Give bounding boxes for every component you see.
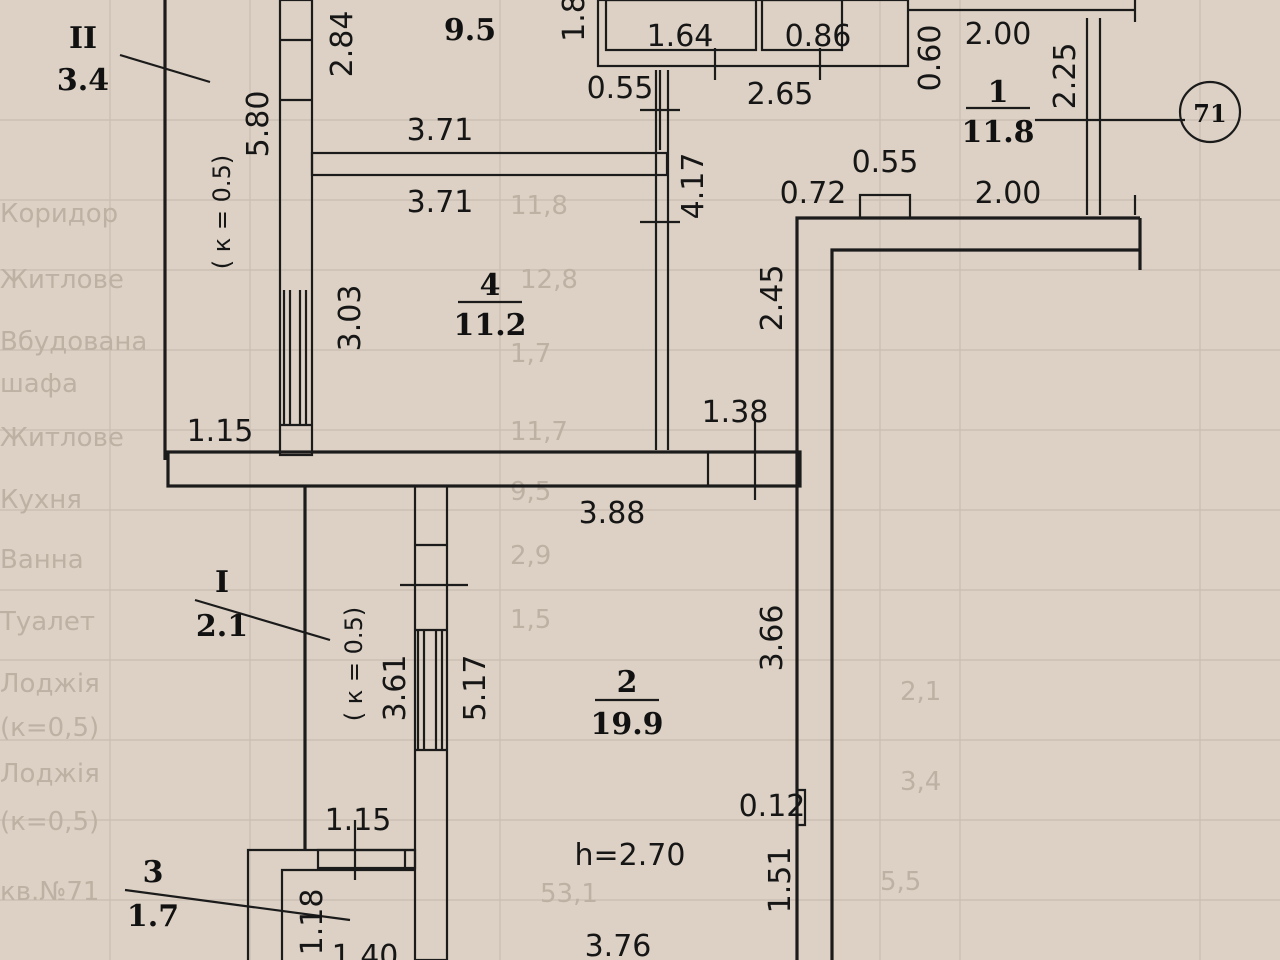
ceiling-height: h=2.70	[575, 838, 686, 873]
dim-0-72: 0.72	[780, 176, 847, 211]
background-table-text: Ванна	[0, 545, 84, 575]
dim-5-17: 5.17	[458, 655, 493, 722]
background-table-text: Вбудована	[0, 327, 147, 357]
background-table-text: 9,5	[510, 477, 551, 507]
room-2-number: 2	[617, 665, 638, 700]
balcony-2-area: 3.4	[57, 63, 109, 98]
background-table-text: 2,1	[900, 677, 941, 707]
dim-3-03: 3.03	[333, 285, 368, 352]
dim-1-15-b: 1.15	[325, 803, 392, 838]
balcony-1-area: 2.1	[196, 609, 248, 644]
background-table-text: 2,9	[510, 541, 551, 571]
dimension-ticks	[119, 48, 1185, 922]
background-table-text: Кухня	[0, 485, 82, 515]
room-1-area: 11.8	[961, 115, 1034, 150]
background-table-text: Житлове	[0, 423, 124, 453]
background-table-text: 1,7	[510, 339, 551, 369]
background-table-text: Лоджія	[0, 669, 100, 699]
balcony-2-number: II	[69, 21, 97, 56]
background-table-text: 5,5	[880, 867, 921, 897]
dim-5-80: 5.80	[241, 91, 276, 158]
room-2-area: 19.9	[590, 707, 663, 742]
room-1-number: 1	[988, 75, 1009, 110]
background-table-text: (к=0,5)	[0, 713, 99, 743]
background-table-text: 3,4	[900, 767, 941, 797]
background-table-text: Житлове	[0, 265, 124, 295]
background-table-text: Лоджія	[0, 759, 100, 789]
coefficient-note-bottom: ( к = 0.5)	[340, 607, 368, 721]
room-3-area: 1.7	[127, 899, 179, 934]
background-table-text: 12,8	[520, 265, 578, 295]
background-table-text: КоридорЖитловеВбудованашафаЖитловеКухняВ…	[0, 191, 941, 909]
room-4-area: 11.2	[453, 308, 526, 343]
coefficient-note-top: ( к = 0.5)	[208, 155, 236, 269]
dim-1-64: 1.64	[647, 19, 714, 54]
dim-1-8: 1.8	[557, 0, 592, 42]
balcony-1-number: I	[215, 565, 229, 600]
dim-3-61: 3.61	[378, 655, 413, 722]
background-table-text: 53,1	[540, 879, 598, 909]
room-3-number: 3	[143, 855, 164, 890]
dim-3-66: 3.66	[755, 605, 790, 672]
dim-0-55-a: 0.55	[587, 71, 654, 106]
dim-2-25: 2.25	[1048, 43, 1083, 110]
room-4-number: 4	[480, 268, 501, 303]
dim-3-71-a: 3.71	[407, 113, 474, 148]
background-table-text: Коридор	[0, 199, 118, 229]
dim-4-17: 4.17	[676, 153, 711, 220]
dim-1-38: 1.38	[702, 395, 769, 430]
apartment-marker-label: 71	[1193, 99, 1226, 128]
dim-1-51: 1.51	[763, 847, 798, 914]
walls	[163, 0, 1142, 960]
dim-2-65: 2.65	[747, 77, 814, 112]
dim-1-40: 1.40	[332, 939, 399, 960]
dim-2-45: 2.45	[755, 265, 790, 332]
dim-3-76: 3.76	[585, 929, 652, 960]
background-table-text: 11,7	[510, 417, 568, 447]
background-table-text: кв.№71	[0, 877, 99, 907]
background-table-text: 11,8	[510, 191, 568, 221]
dim-0-60: 0.60	[913, 25, 948, 92]
dim-0-12: 0.12	[739, 789, 806, 824]
dim-3-71-b: 3.71	[407, 185, 474, 220]
dim-2-84: 2.84	[325, 11, 360, 78]
dim-2-00-b: 2.00	[975, 176, 1042, 211]
background-table-text: 1,5	[510, 605, 551, 635]
dim-2-00-top: 2.00	[965, 17, 1032, 52]
background-table-text: шафа	[0, 369, 78, 399]
room-5-area: 9.5	[444, 13, 496, 48]
dim-1-15-a: 1.15	[187, 414, 254, 449]
background-table-text: (к=0,5)	[0, 807, 99, 837]
dim-0-86: 0.86	[785, 19, 852, 54]
apartment-marker-circle	[1178, 80, 1242, 144]
dim-0-55-b: 0.55	[852, 145, 919, 180]
dim-3-88: 3.88	[579, 496, 646, 531]
dim-1-18: 1.18	[295, 889, 330, 956]
background-table-text: Туалет	[0, 607, 95, 637]
